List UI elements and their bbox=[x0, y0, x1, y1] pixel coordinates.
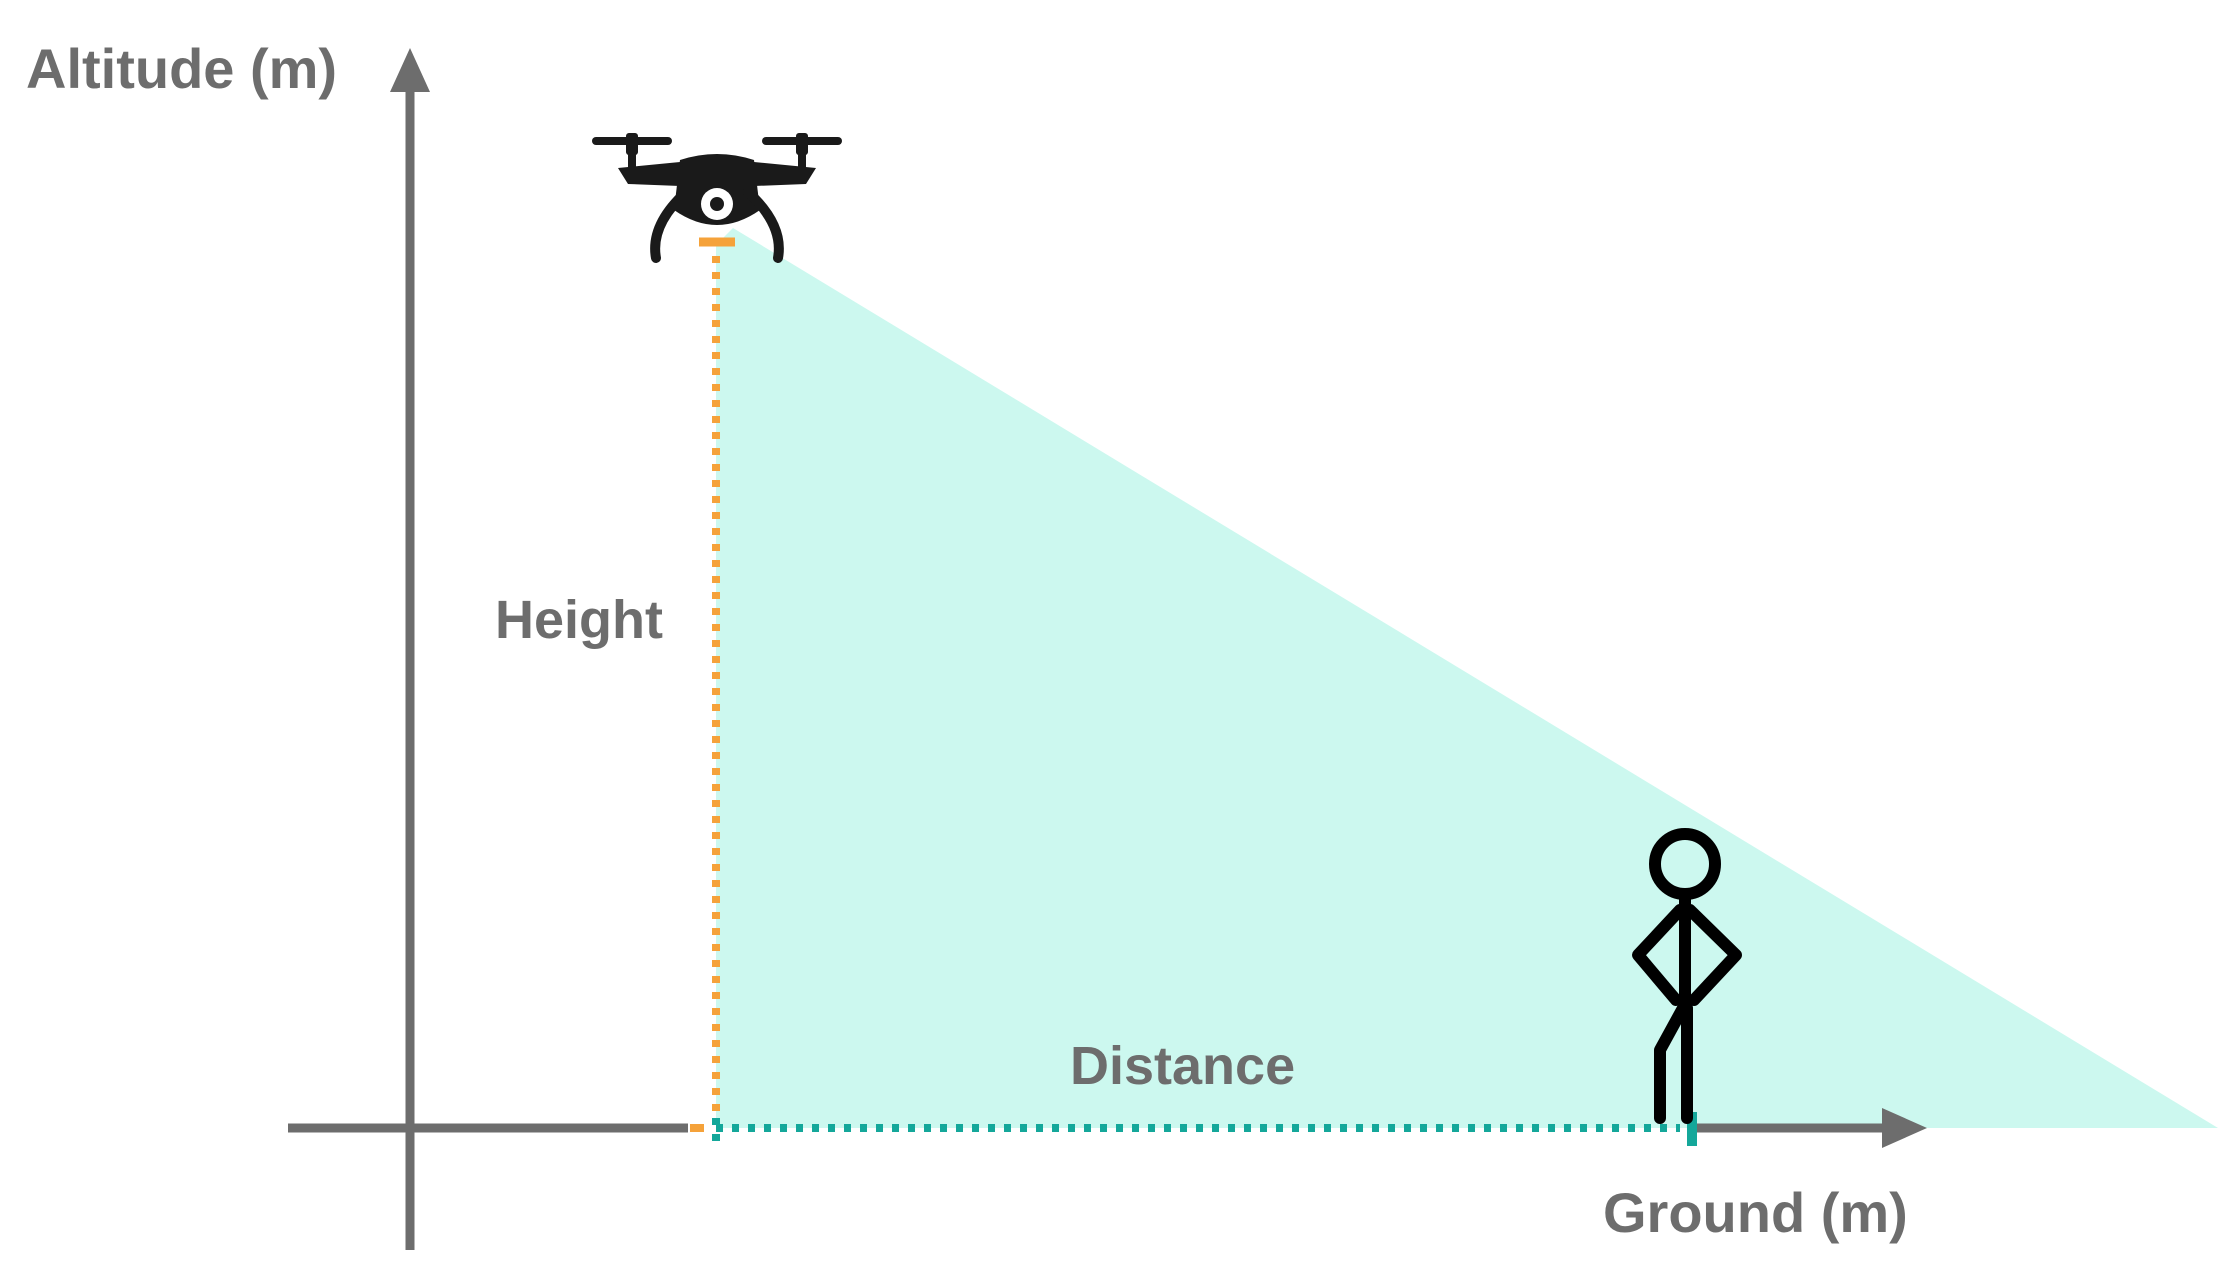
height-indicator bbox=[690, 237, 735, 1132]
drone-icon bbox=[592, 133, 842, 263]
stick-figure-person-icon bbox=[1632, 828, 1742, 1124]
y-axis bbox=[390, 48, 430, 1250]
camera-view-cone bbox=[716, 228, 2218, 1128]
x-axis-arrow bbox=[1882, 1108, 1927, 1148]
y-axis-label: Altitude (m) bbox=[26, 37, 337, 100]
distance-label: Distance bbox=[1070, 1036, 1295, 1096]
x-axis bbox=[288, 1108, 1927, 1148]
y-axis-arrow bbox=[390, 48, 430, 92]
x-axis-label: Ground (m) bbox=[1603, 1181, 1908, 1244]
height-label: Height bbox=[495, 590, 663, 650]
